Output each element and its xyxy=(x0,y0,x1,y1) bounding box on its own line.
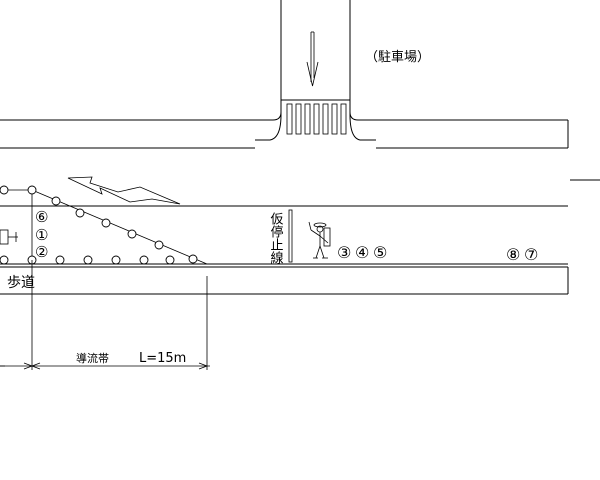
dimension-lines xyxy=(0,260,210,370)
taper-label: 導流帯 xyxy=(76,351,109,365)
flagger-person-icon xyxy=(308,221,331,259)
vehicle-2: ② xyxy=(35,243,48,261)
taper-length-label: L=15m xyxy=(139,351,186,366)
road-lanes xyxy=(0,205,569,295)
traffic-cone-icon xyxy=(51,196,61,206)
vehicle-7: ⑦ xyxy=(524,245,538,264)
right-vehicle-group: ⑧ ⑦ xyxy=(506,245,538,264)
vehicle-6: ⑥ xyxy=(35,208,48,226)
sign-stand-icon xyxy=(0,229,18,245)
vehicle-8: ⑧ xyxy=(506,245,520,264)
traffic-cone-icon xyxy=(139,255,149,265)
traffic-cones xyxy=(0,185,198,265)
traffic-cone-icon xyxy=(27,185,37,195)
temp-stop-line-label: 仮停止線 xyxy=(268,212,284,264)
traffic-cone-icon xyxy=(111,255,121,265)
traffic-cone-icon xyxy=(165,255,175,265)
traffic-cone-icon xyxy=(154,240,164,250)
vehicle-3: ③ xyxy=(337,243,351,262)
sidewalk-label: 歩道 xyxy=(7,275,35,291)
traffic-cone-icon xyxy=(127,229,137,239)
vehicle-1: ① xyxy=(35,226,48,244)
vehicle-4: ④ xyxy=(355,243,369,262)
down-arrow-icon xyxy=(306,31,319,87)
middle-vehicle-group: ③ ④ ⑤ xyxy=(337,243,387,262)
double-headed-arrow-icon xyxy=(67,176,181,205)
traffic-cone-icon xyxy=(83,255,93,265)
upper-sidewalk xyxy=(0,111,569,149)
temporary-stop-line xyxy=(288,209,293,263)
traffic-cone-icon xyxy=(101,218,111,228)
taper-line xyxy=(0,189,208,265)
parking-label: （駐車場） xyxy=(365,50,430,65)
vehicle-5: ⑤ xyxy=(373,243,387,262)
traffic-cone-icon xyxy=(0,185,9,195)
crosswalk xyxy=(286,103,347,135)
traffic-cone-icon xyxy=(75,208,85,218)
parking-driveway xyxy=(255,0,376,141)
traffic-cone-icon xyxy=(0,255,9,265)
traffic-cone-icon xyxy=(55,255,65,265)
traffic-cone-icon xyxy=(188,254,198,264)
